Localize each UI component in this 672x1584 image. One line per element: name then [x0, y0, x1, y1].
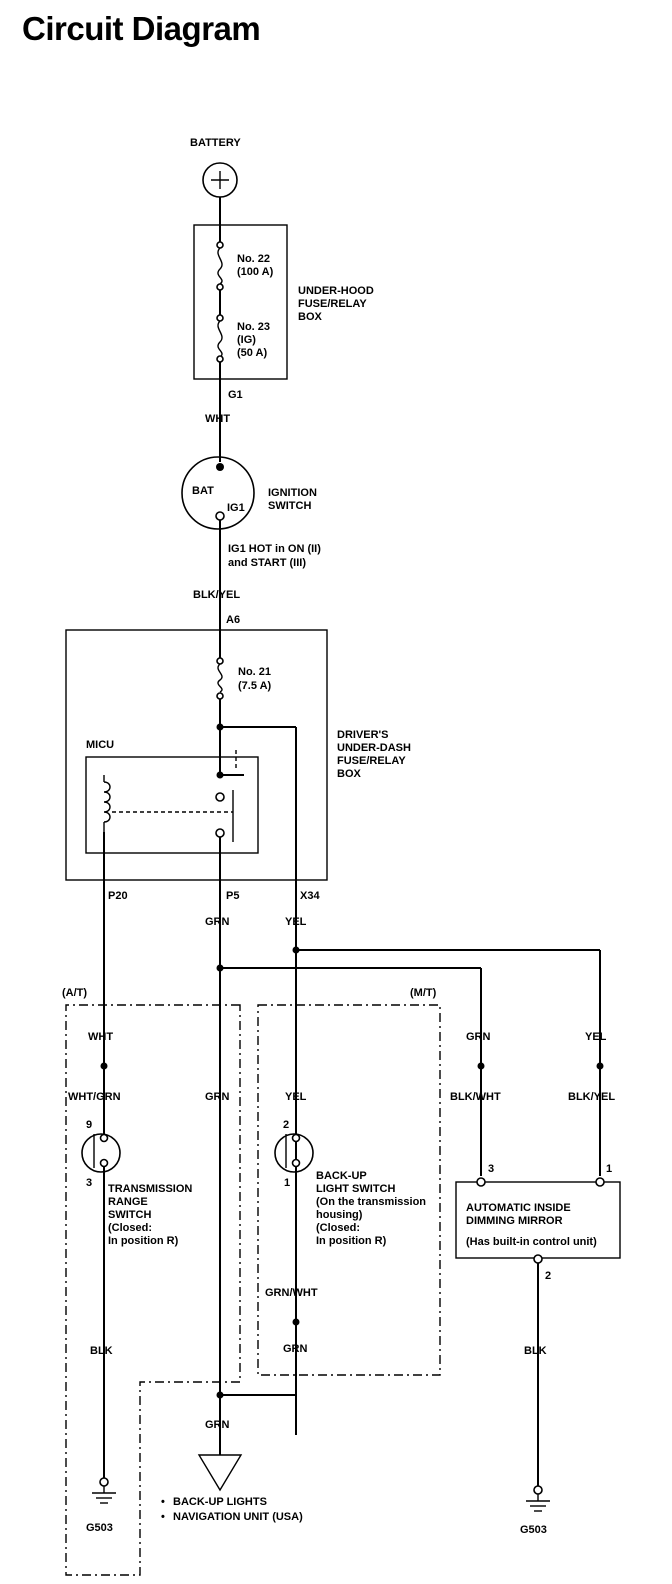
- bul-label-6: In position R): [316, 1235, 387, 1247]
- load-label-1: BACK-UP LIGHTS: [173, 1496, 267, 1508]
- relay-coil-icon: [103, 775, 111, 832]
- at-region-border: [65, 1004, 241, 1576]
- ignition-bat-terminal: BAT: [192, 485, 214, 497]
- battery-symbol: [202, 162, 238, 198]
- wire-color-wht-at: WHT: [88, 1031, 113, 1043]
- fuse-22-symbol: [216, 241, 224, 291]
- wire-color-grn-center: GRN: [205, 1091, 230, 1103]
- trs-pin-9: 9: [86, 1119, 92, 1131]
- ignition-switch-label-1: IGNITION: [268, 487, 317, 499]
- ignition-switch-label-2: SWITCH: [268, 500, 311, 512]
- at-label: (A/T): [62, 987, 87, 999]
- mirror-label-3: (Has built-in control unit): [466, 1236, 597, 1248]
- ground-g503-left: G503: [86, 1522, 113, 1534]
- fuse-21-symbol: [216, 657, 224, 700]
- bul-pin-2: 2: [283, 1119, 289, 1131]
- bul-label-1: BACK-UP: [316, 1170, 367, 1182]
- trs-label-1: TRANSMISSION: [108, 1183, 192, 1195]
- connector-x34: X34: [300, 890, 320, 902]
- under-dash-box-label-3: FUSE/RELAY: [337, 755, 406, 767]
- wire-color-grn-mirror: GRN: [466, 1031, 491, 1043]
- mt-region-border: [257, 1004, 441, 1376]
- mirror-pin-1: 1: [606, 1163, 612, 1175]
- under-hood-box-label-3: BOX: [298, 311, 323, 323]
- ignition-ig1-terminal: IG1: [227, 502, 245, 514]
- under-hood-box-label-1: UNDER-HOOD: [298, 285, 374, 297]
- mirror-pin-3: 3: [488, 1163, 494, 1175]
- mirror-label-1: AUTOMATIC INSIDE: [466, 1202, 571, 1214]
- under-dash-fuse-relay-box: [65, 629, 328, 881]
- wire-color-yel-mirror: YEL: [585, 1031, 607, 1043]
- bul-label-2: LIGHT SWITCH: [316, 1183, 395, 1195]
- under-dash-box-label-2: UNDER-DASH: [337, 742, 411, 754]
- connector-g1: G1: [228, 389, 243, 401]
- battery-label: BATTERY: [190, 137, 241, 149]
- wire-color-wht-top: WHT: [205, 413, 230, 425]
- wire-color-grn-bottom: GRN: [205, 1419, 230, 1431]
- back-up-light-switch: [274, 1133, 314, 1173]
- trs-label-2: RANGE: [108, 1196, 148, 1208]
- wire-color-wht-grn: WHT/GRN: [68, 1091, 121, 1103]
- fuse-23-number: No. 23: [237, 321, 270, 333]
- fuse-22-number: No. 22: [237, 253, 270, 265]
- ground-left-icon: [92, 1477, 116, 1504]
- fuse-23-type: (IG): [237, 334, 256, 346]
- load-label-2: NAVIGATION UNIT (USA): [173, 1511, 303, 1523]
- wire-color-blk-wht: BLK/WHT: [450, 1091, 501, 1103]
- ig1-hot-note-2: and START (III): [228, 557, 306, 569]
- load-bullet-1: •: [161, 1496, 165, 1508]
- wire-color-blk-right: BLK: [524, 1345, 547, 1357]
- wire-color-yel-mt: YEL: [285, 1091, 307, 1103]
- bul-label-4: housing): [316, 1209, 363, 1221]
- fuse-21-rating: (7.5 A): [238, 680, 272, 692]
- fuse-23-symbol: [216, 314, 224, 363]
- mirror-pin-2: 2: [545, 1270, 551, 1282]
- bul-pin-1: 1: [284, 1177, 290, 1189]
- bul-label-3: (On the transmission: [316, 1196, 426, 1208]
- trs-label-5: In position R): [108, 1235, 179, 1247]
- under-dash-box-label-1: DRIVER'S: [337, 729, 389, 741]
- mirror-label-2: DIMMING MIRROR: [466, 1215, 563, 1227]
- wire-color-grn-mt-low: GRN: [283, 1343, 308, 1355]
- trs-label-3: SWITCH: [108, 1209, 151, 1221]
- ground-g503-right: G503: [520, 1524, 547, 1536]
- wire-color-blk-yel-mirror: BLK/YEL: [568, 1091, 615, 1103]
- under-hood-box-label-2: FUSE/RELAY: [298, 298, 367, 310]
- ig1-hot-note-1: IG1 HOT in ON (II): [228, 543, 321, 555]
- under-hood-fuse-relay-box: [193, 224, 288, 380]
- transmission-range-switch: [81, 1133, 121, 1173]
- micu-relay-box: [85, 756, 259, 854]
- ignition-switch: [181, 456, 255, 530]
- trs-pin-3: 3: [86, 1177, 92, 1189]
- wire-color-blk-yel-top: BLK/YEL: [193, 589, 240, 601]
- page-title: Circuit Diagram: [22, 10, 261, 47]
- wire-color-grn-wht: GRN/WHT: [265, 1287, 318, 1299]
- load-arrow-icon: [197, 1454, 243, 1492]
- fuse-22-rating: (100 A): [237, 266, 274, 278]
- wire-color-yel-x34: YEL: [285, 916, 307, 928]
- mt-label: (M/T): [410, 987, 437, 999]
- wire-color-grn-p5: GRN: [205, 916, 230, 928]
- micu-label: MICU: [86, 739, 114, 751]
- connector-a6: A6: [226, 614, 240, 626]
- ground-right-icon: [526, 1485, 550, 1512]
- fuse-21-number: No. 21: [238, 666, 271, 678]
- trs-label-4: (Closed:: [108, 1222, 152, 1234]
- wire-color-blk-left: BLK: [90, 1345, 113, 1357]
- connector-p20: P20: [108, 890, 128, 902]
- fuse-23-rating: (50 A): [237, 347, 267, 359]
- under-dash-box-label-4: BOX: [337, 768, 362, 780]
- load-bullet-2: •: [161, 1511, 165, 1523]
- connector-p5: P5: [226, 890, 239, 902]
- bul-label-5: (Closed:: [316, 1222, 360, 1234]
